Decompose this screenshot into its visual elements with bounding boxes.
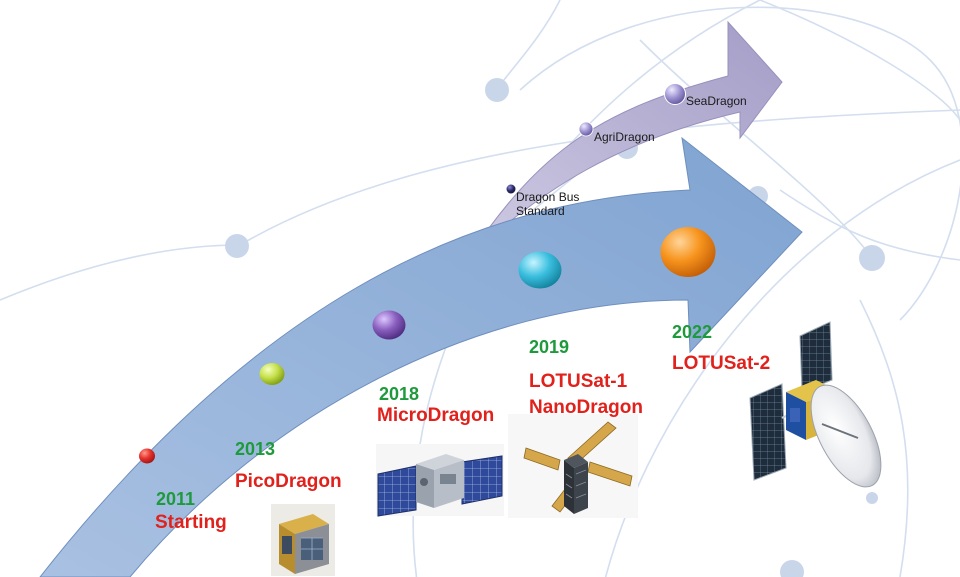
marker-2019 bbox=[518, 251, 562, 289]
branch-label-dragon-bus-line2: Standard bbox=[516, 204, 565, 219]
marker-seadragon bbox=[664, 83, 686, 105]
picodragon-cubesat-icon bbox=[271, 504, 335, 576]
milestone-year-2022: 2022 bbox=[672, 322, 713, 342]
milestone-year-2018: 2018 bbox=[379, 384, 420, 404]
marker-2013 bbox=[259, 363, 285, 385]
marker-2018 bbox=[372, 310, 406, 340]
milestone-year-2013: 2013 bbox=[235, 439, 276, 459]
milestone-name-2011: Starting bbox=[155, 512, 227, 533]
milestone-year-2011: 2011 bbox=[156, 489, 196, 509]
branch-label-dragon-bus: Dragon Bus Standard bbox=[516, 190, 579, 219]
milestone-year-2019: 2019 bbox=[529, 337, 570, 357]
branch-label-seadragon: SeaDragon bbox=[686, 94, 747, 108]
milestone-name-2018: MicroDragon bbox=[377, 405, 495, 426]
background-nodes bbox=[225, 78, 885, 577]
milestone-name-2022: LOTUSat-2 bbox=[672, 353, 771, 374]
milestone-name-2013: PicoDragon bbox=[235, 471, 342, 492]
marker-2011 bbox=[139, 448, 155, 464]
nanodragon-cubesat-icon bbox=[508, 414, 638, 518]
branch-label-dragon-bus-line1: Dragon Bus bbox=[516, 190, 580, 204]
milestone-name-2019: LOTUSat-1 bbox=[529, 371, 628, 392]
milestone-markers bbox=[139, 227, 716, 464]
main-arrow bbox=[39, 136, 803, 577]
marker-2022 bbox=[660, 227, 716, 277]
marker-agridragon bbox=[578, 121, 594, 137]
branch-markers bbox=[506, 83, 686, 194]
branch-label-agridragon: AgriDragon bbox=[594, 130, 655, 144]
branch-arrow bbox=[467, 20, 783, 259]
lotusat-2-satellite-icon bbox=[749, 321, 882, 488]
marker-dragon-bus bbox=[506, 184, 516, 194]
milestone-name2-2019: NanoDragon bbox=[529, 397, 643, 418]
microdragon-satellite-icon bbox=[376, 444, 504, 517]
